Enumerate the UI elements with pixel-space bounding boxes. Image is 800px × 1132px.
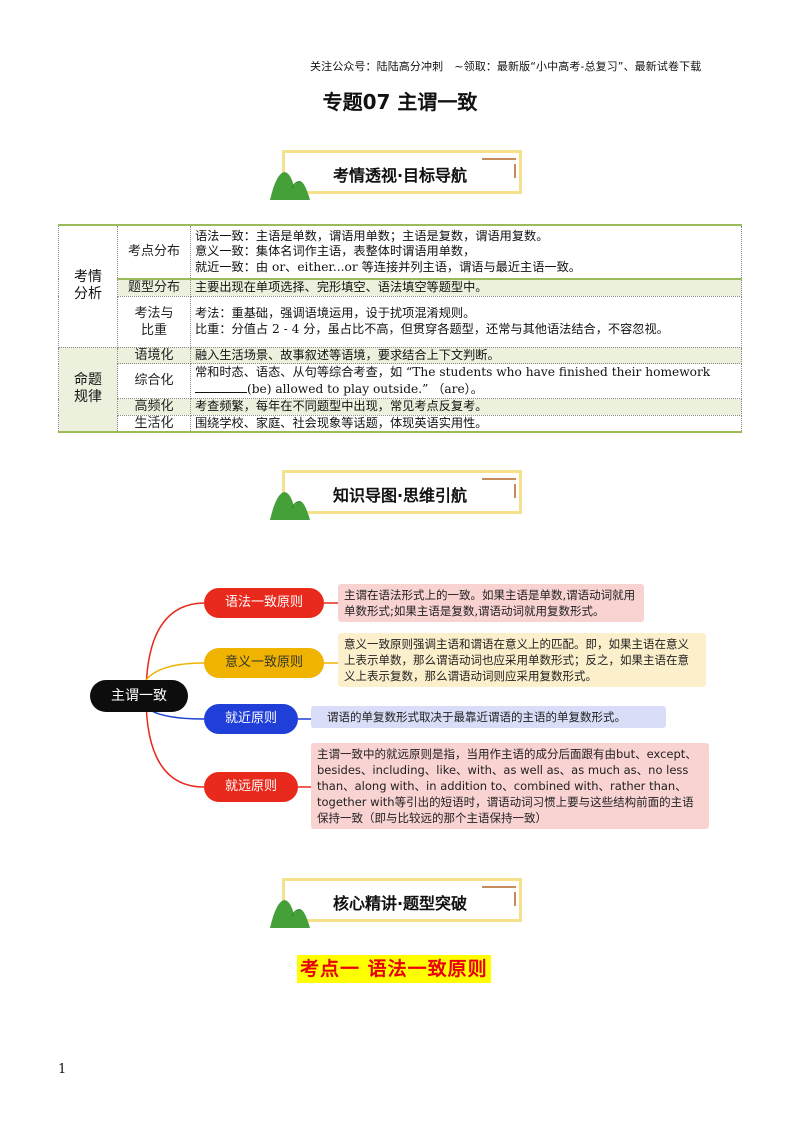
row-content: 语法一致：主语是单数，谓语用单数；主语是复数，谓语用复数。 意义一致：集体名词作… bbox=[190, 224, 742, 280]
row-label: 综合化 bbox=[117, 363, 191, 399]
exam-analysis-table: 考情分析 考点分布 语法一致：主语是单数，谓语用单数；主语是复数，谓语用复数。 … bbox=[58, 224, 742, 433]
mind-map: 主谓一致 语法一致原则 意义一致原则 就近原则 就远原则 主谓在语法形式上的一致… bbox=[0, 570, 800, 840]
section-banner-core-lecture: 核心精讲·题型突破 bbox=[270, 878, 524, 928]
mind-map-note-notional-agreement: 意义一致原则强调主语和谓语在意义上的匹配。即，如果主语在意义上表示单数，那么谓语… bbox=[338, 633, 706, 687]
table-row: 考法与比重 考法：重基础，强调语境运用，设于扰项混淆规则。 比重：分值占 2 -… bbox=[59, 295, 742, 348]
banner-corner-decoration bbox=[482, 158, 516, 160]
mind-map-note-grammar-agreement: 主谓在语法形式上的一致。如果主语是单数,谓语动词就用单数形式;如果主语是复数,谓… bbox=[338, 584, 644, 622]
banner-corner-decoration bbox=[514, 484, 516, 498]
mind-map-note-distance-principle: 主谓一致中的就远原则是指，当用作主语的成分后面跟有由but、except、bes… bbox=[311, 743, 709, 829]
row-label: 考法与比重 bbox=[117, 295, 191, 348]
row-label: 题型分布 bbox=[117, 278, 191, 297]
category-label: 命题规律 bbox=[74, 372, 102, 406]
content-line: 考法：重基础，强调语境运用，设于扰项混淆规则。 bbox=[195, 306, 476, 320]
banner-label: 知识导图·思维引航 bbox=[332, 486, 468, 505]
table-row: 考情分析 考点分布 语法一致：主语是单数，谓语用单数；主语是复数，谓语用复数。 … bbox=[58, 224, 742, 348]
content-line: 主要出现在单项选择、完形填空、语法填空等题型中。 bbox=[195, 280, 488, 294]
mind-map-node-grammar-agreement: 语法一致原则 bbox=[204, 588, 324, 618]
row-content: 融入生活场景、故事叙述等语境，要求结合上下文判断。 bbox=[190, 346, 742, 364]
row-content: 常和时态、语态、从句等综合考查，如 “The students who have… bbox=[190, 363, 742, 399]
mind-map-root-node: 主谓一致 bbox=[90, 680, 188, 712]
row-content: 围绕学校、家庭、社会现象等话题，体现英语实用性。 bbox=[190, 414, 742, 433]
table-row: 命题规律 语境化 融入生活场景、故事叙述等语境，要求结合上下文判断。 bbox=[58, 346, 742, 433]
content-line: 考查频繁，每年在不同题型中出现，常见考点反复考。 bbox=[195, 399, 488, 413]
section-banner-mind-map: 知识导图·思维引航 bbox=[270, 470, 524, 520]
category-cell: 命题规律 bbox=[58, 346, 118, 433]
row-label: 考点分布 bbox=[117, 224, 191, 280]
kaodian-heading: 考点一 语法一致原则 bbox=[297, 955, 491, 983]
content-line: 融入生活场景、故事叙述等语境，要求结合上下文判断。 bbox=[195, 347, 500, 362]
mind-map-node-distance-principle: 就远原则 bbox=[204, 772, 298, 802]
document-title: 专题07 主谓一致 bbox=[322, 90, 478, 114]
content-line: 围绕学校、家庭、社会现象等话题，体现英语实用性。 bbox=[195, 415, 488, 430]
mountain-icon bbox=[270, 492, 310, 520]
banner-corner-decoration bbox=[514, 892, 516, 906]
mind-map-node-notional-agreement: 意义一致原则 bbox=[204, 648, 324, 678]
mind-map-connectors bbox=[145, 602, 338, 788]
banner-label: 核心精讲·题型突破 bbox=[332, 894, 468, 913]
header-promo-note: 关注公众号：陆陆高分冲刺 ~领取：最新版“小中高考-总复习”、最新试卷下载 bbox=[310, 60, 702, 73]
table-row: 综合化 常和时态、语态、从句等综合考查，如 “The students who … bbox=[59, 363, 742, 399]
row-content: 考法：重基础，强调语境运用，设于扰项混淆规则。 比重：分值占 2 - 4 分，虽… bbox=[190, 295, 742, 348]
section-banner-exam-overview: 考情透视·目标导航 bbox=[270, 150, 524, 200]
banner-label: 考情透视·目标导航 bbox=[332, 166, 468, 185]
banner-frame bbox=[282, 878, 522, 922]
category-cell: 考情分析 bbox=[58, 224, 118, 348]
table-row: 题型分布 主要出现在单项选择、完形填空、语法填空等题型中。 bbox=[59, 278, 742, 297]
row-label: 生活化 bbox=[117, 414, 191, 433]
content-line: 就近一致：由 or、either...or 等连接并列主语，谓语与最近主语一致。 bbox=[195, 259, 581, 274]
content-line: 常和时态、语态、从句等综合考查，如 “The students who have… bbox=[195, 364, 711, 379]
banner-frame bbox=[282, 150, 522, 194]
banner-frame bbox=[282, 470, 522, 514]
content-line: (be) allowed to play outside.” （are）。 bbox=[195, 380, 737, 398]
category-label: 考情分析 bbox=[74, 269, 102, 303]
table-row: 生活化 围绕学校、家庭、社会现象等话题，体现英语实用性。 bbox=[59, 414, 742, 433]
mountain-icon bbox=[270, 900, 310, 928]
content-line: 语法一致：主语是单数，谓语用单数；主语是复数，谓语用复数。 bbox=[195, 228, 549, 243]
banner-corner-decoration bbox=[482, 886, 516, 888]
content-line: 意义一致：集体名词作主语，表整体时谓语用单数， bbox=[195, 244, 476, 259]
mind-map-note-proximity-principle: 谓语的单复数形式取决于最靠近谓语的主语的单复数形式。 bbox=[311, 706, 666, 728]
fill-blank bbox=[195, 380, 247, 393]
banner-corner-decoration bbox=[482, 478, 516, 480]
row-label: 高频化 bbox=[117, 398, 191, 416]
row-content: 考查频繁，每年在不同题型中出现，常见考点反复考。 bbox=[190, 398, 742, 416]
table-row: 高频化 考查频繁，每年在不同题型中出现，常见考点反复考。 bbox=[59, 398, 742, 416]
banner-corner-decoration bbox=[514, 164, 516, 178]
row-label: 语境化 bbox=[117, 346, 191, 364]
page-number: 1 bbox=[58, 1062, 67, 1077]
mind-map-node-proximity-principle: 就近原则 bbox=[204, 704, 298, 734]
content-line: 比重：分值占 2 - 4 分，虽占比不高，但贯穿各题型，还常与其他语法结合，不容… bbox=[195, 321, 669, 336]
mountain-icon bbox=[270, 172, 310, 200]
row-content: 主要出现在单项选择、完形填空、语法填空等题型中。 bbox=[190, 278, 742, 297]
